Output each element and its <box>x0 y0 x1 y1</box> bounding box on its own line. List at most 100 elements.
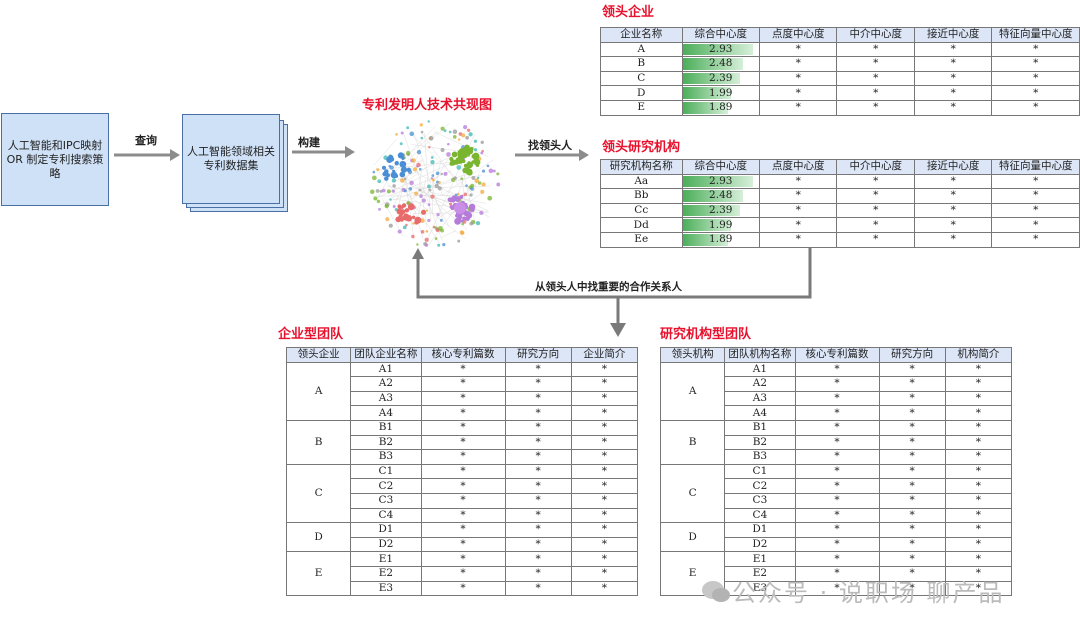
score-value: 1.99 <box>709 86 733 99</box>
column-header: 综合中心度 <box>681 27 760 43</box>
value-cell: * <box>758 85 838 101</box>
value-cell: * <box>570 522 639 538</box>
graph-node <box>427 184 431 189</box>
value-cell: * <box>420 580 506 597</box>
value-cell: * <box>991 188 1080 204</box>
lead-cell: D <box>659 522 726 553</box>
graph-edge <box>405 193 466 239</box>
graph-node <box>431 178 435 182</box>
member-cell: E1 <box>724 551 796 567</box>
value-cell: * <box>991 231 1080 248</box>
score-cell: 2.48 <box>681 56 760 72</box>
wechat-icon <box>702 580 730 602</box>
column-header: 中介中心度 <box>836 27 915 43</box>
score-value: 2.48 <box>709 57 733 70</box>
graph-node <box>451 151 458 158</box>
member-cell: C2 <box>350 478 422 494</box>
value-cell: * <box>991 217 1080 233</box>
graph-node <box>389 165 394 170</box>
graph-node <box>447 142 450 146</box>
table-row: A3*** <box>287 390 639 407</box>
column-header: 企业名称 <box>600 27 683 43</box>
graph-node <box>440 126 445 131</box>
column-header: 研究方向 <box>878 347 946 363</box>
value-cell: * <box>913 85 993 101</box>
graph-node <box>412 167 418 172</box>
graph-node <box>479 210 484 215</box>
value-cell: * <box>991 41 1080 58</box>
graph-node <box>468 132 473 137</box>
value-cell: * <box>794 478 880 494</box>
score-cell: 1.89 <box>681 99 760 116</box>
member-cell: C2 <box>724 478 796 494</box>
member-cell: C1 <box>350 463 422 480</box>
value-cell: * <box>913 202 993 219</box>
member-cell: E3 <box>724 580 796 597</box>
score-cell: 2.39 <box>681 70 760 87</box>
table-row: E3*** <box>287 580 639 597</box>
value-cell: * <box>504 376 572 392</box>
graph-edge <box>417 179 426 218</box>
graph-node <box>480 140 484 145</box>
graph-node <box>474 178 480 184</box>
value-cell: * <box>794 434 880 451</box>
table-row: A3*** <box>661 390 1013 407</box>
member-cell: B3 <box>350 449 422 465</box>
graph-node <box>400 209 406 215</box>
lead-institute-title: 领头研究机构 <box>602 140 681 155</box>
value-cell: * <box>570 478 639 494</box>
graph-node <box>375 189 380 193</box>
graph-node <box>488 168 494 174</box>
value-cell: * <box>504 565 572 582</box>
value-cell: * <box>570 361 639 378</box>
graph-node <box>424 237 429 243</box>
value-cell: * <box>420 536 506 553</box>
score-value: 2.48 <box>709 189 733 202</box>
value-cell: * <box>794 449 880 465</box>
score-value: 1.89 <box>709 233 733 246</box>
member-cell: C4 <box>724 507 796 524</box>
graph-node <box>424 243 429 247</box>
graph-node <box>382 165 386 170</box>
graph-node <box>428 188 432 192</box>
graph-node <box>451 195 457 201</box>
graph-node <box>388 223 393 228</box>
value-cell: * <box>758 202 838 219</box>
score-cell: 1.99 <box>681 217 760 233</box>
value-cell: * <box>836 173 915 190</box>
graph-node <box>411 158 416 163</box>
graph-node <box>463 192 468 197</box>
member-cell: E3 <box>350 580 422 597</box>
score-value: 1.99 <box>709 218 733 231</box>
graph-node <box>470 183 475 188</box>
lead-cell: D <box>285 522 352 553</box>
graph-node <box>492 169 496 173</box>
score-bar <box>682 190 743 202</box>
name-cell: D <box>600 85 683 101</box>
column-header: 机构简介 <box>944 347 1013 363</box>
value-cell: * <box>944 536 1013 553</box>
graph-node <box>458 159 463 164</box>
value-cell: * <box>944 551 1013 567</box>
graph-node <box>414 216 422 224</box>
graph-node <box>472 152 480 160</box>
graph-edge <box>380 195 395 206</box>
graph-node <box>456 192 460 196</box>
score-value: 2.93 <box>709 174 733 187</box>
value-cell: * <box>991 70 1080 87</box>
value-cell: * <box>991 56 1080 72</box>
value-cell: * <box>570 536 639 553</box>
value-cell: * <box>913 188 993 204</box>
member-cell: D2 <box>350 536 422 553</box>
lead-cell: B <box>285 419 352 465</box>
graph-node <box>397 229 402 234</box>
score-value: 2.93 <box>709 42 733 55</box>
